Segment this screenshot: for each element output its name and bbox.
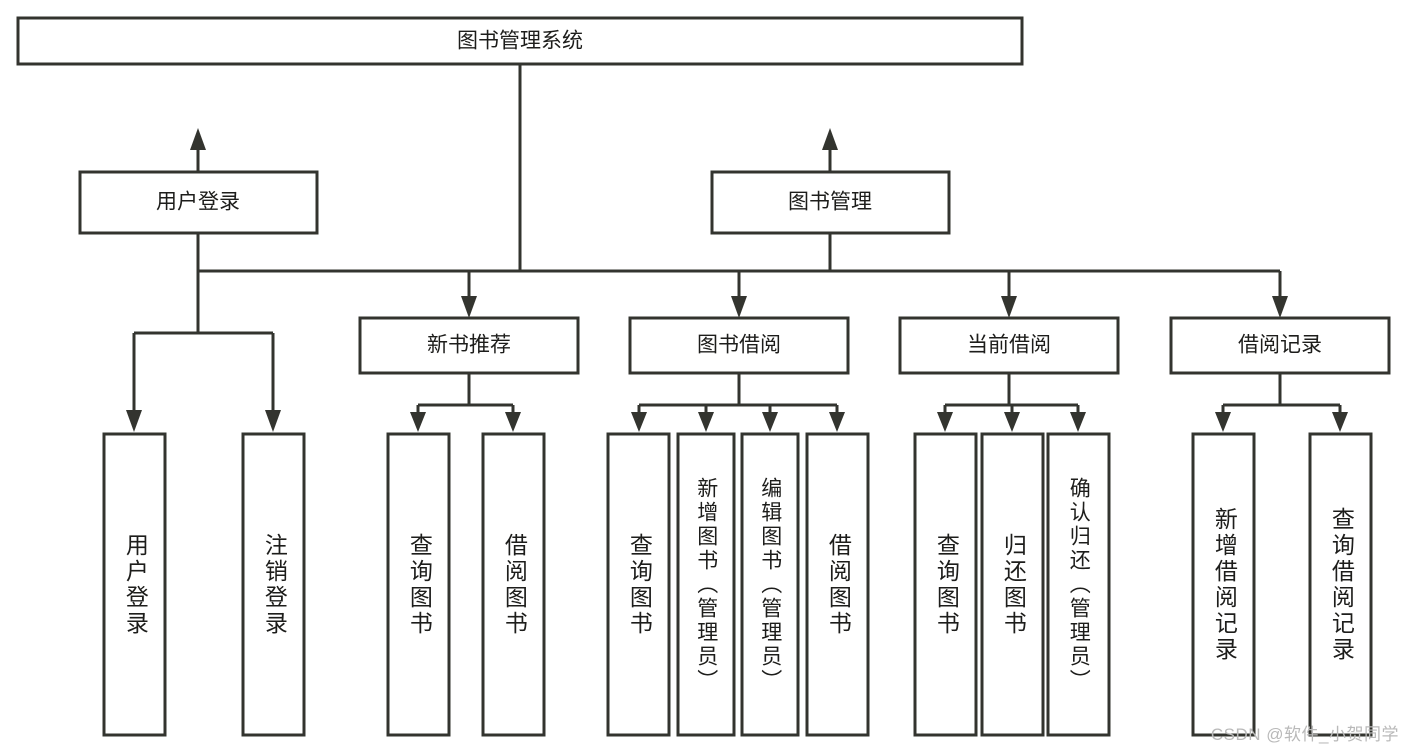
- arrow-newbook-c2: [505, 405, 521, 432]
- node-user-login-label: 用户登录: [156, 191, 240, 214]
- node-leaf-borrow-book-2[interactable]: [805, 432, 870, 737]
- node-leaf-confirm-return-box[interactable]: [1046, 432, 1111, 737]
- node-book-borrow-label: 图书借阅: [697, 334, 781, 357]
- connector-layer: [126, 64, 1348, 432]
- arrow-currentborrow-c2: [1004, 405, 1020, 432]
- node-leaf-borrow-book-1-box[interactable]: [481, 432, 546, 737]
- node-root-label: 图书管理系统: [457, 30, 583, 53]
- arrow-to-new-book-rec: [461, 271, 477, 318]
- arrow-newbook-c1: [410, 405, 426, 432]
- node-current-borrow-box[interactable]: [898, 316, 1120, 375]
- node-leaf-query-book-1[interactable]: [386, 432, 451, 737]
- arrow-to-borrow-record: [1272, 271, 1288, 318]
- node-leaf-user-login[interactable]: [102, 432, 167, 737]
- arrow-bookborrow-c3: [762, 405, 778, 432]
- node-leaf-query-book-3-box[interactable]: [913, 432, 978, 737]
- node-leaf-user-login-box[interactable]: [102, 432, 167, 737]
- node-book-manage[interactable]: 图书管理: [710, 170, 951, 235]
- node-leaf-confirm-return[interactable]: [1046, 432, 1111, 737]
- arrow-bookborrow-c4: [829, 405, 845, 432]
- node-leaf-add-record[interactable]: [1191, 432, 1256, 737]
- node-leaf-query-book-2-box[interactable]: [606, 432, 671, 737]
- node-leaf-add-book-box[interactable]: [676, 432, 736, 737]
- node-borrow-record[interactable]: 借阅记录: [1169, 316, 1391, 375]
- node-leaf-edit-book[interactable]: [740, 432, 800, 737]
- node-leaf-query-record[interactable]: [1308, 432, 1373, 737]
- arrow-user-login-c2: [265, 333, 281, 432]
- node-current-borrow[interactable]: 当前借阅: [898, 316, 1120, 375]
- arrow-currentborrow-c1: [937, 405, 953, 432]
- node-leaf-add-book[interactable]: [676, 432, 736, 737]
- node-new-book-rec-label: 新书推荐: [427, 334, 511, 357]
- node-book-borrow-box[interactable]: [628, 316, 850, 375]
- arrow-user-login-c1: [126, 333, 142, 432]
- node-root[interactable]: 图书管理系统: [16, 16, 1024, 66]
- node-leaf-logout-login-box[interactable]: [241, 432, 306, 737]
- arrow-to-book-borrow: [731, 271, 747, 318]
- node-root-box[interactable]: [16, 16, 1024, 66]
- node-current-borrow-label: 当前借阅: [967, 334, 1051, 357]
- node-leaf-query-record-box[interactable]: [1308, 432, 1373, 737]
- node-book-manage-box[interactable]: [710, 170, 951, 235]
- node-leaf-edit-book-box[interactable]: [740, 432, 800, 737]
- node-leaf-query-book-2[interactable]: [606, 432, 671, 737]
- node-leaf-query-book-1-box[interactable]: [386, 432, 451, 737]
- node-new-book-rec-box[interactable]: [358, 316, 580, 375]
- arrow-borrowrecord-c2: [1332, 405, 1348, 432]
- arrow-borrowrecord-c1: [1215, 405, 1231, 432]
- node-user-login-box[interactable]: [78, 170, 319, 235]
- node-leaf-borrow-book-1[interactable]: [481, 432, 546, 737]
- node-leaf-borrow-book-2-box[interactable]: [805, 432, 870, 737]
- node-leaf-add-record-box[interactable]: [1191, 432, 1256, 737]
- node-user-login[interactable]: 用户登录: [78, 170, 319, 235]
- arrow-bookborrow-c1: [631, 405, 647, 432]
- node-borrow-record-box[interactable]: [1169, 316, 1391, 375]
- arrow-currentborrow-c3: [1070, 405, 1086, 432]
- node-leaf-logout-login[interactable]: [241, 432, 306, 737]
- node-leaf-return-book[interactable]: [980, 432, 1045, 737]
- arrow-bookborrow-c2: [698, 405, 714, 432]
- node-new-book-rec[interactable]: 新书推荐: [358, 316, 580, 375]
- node-leaf-return-book-box[interactable]: [980, 432, 1045, 737]
- node-leaf-query-book-3[interactable]: [913, 432, 978, 737]
- node-book-manage-label: 图书管理: [788, 191, 872, 214]
- node-borrow-record-label: 借阅记录: [1238, 334, 1322, 357]
- arrow-to-current-borrow: [1001, 271, 1017, 318]
- node-book-borrow[interactable]: 图书借阅: [628, 316, 850, 375]
